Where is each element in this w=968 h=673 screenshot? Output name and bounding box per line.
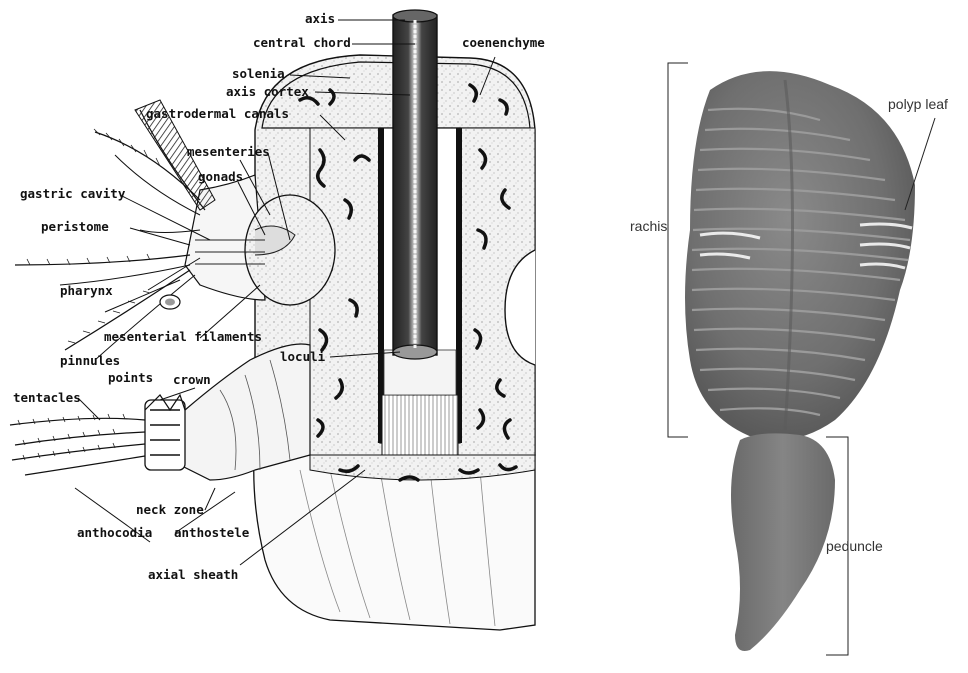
label-axis: axis [305, 12, 335, 26]
label-peduncle: peduncle [826, 538, 883, 554]
label-coenenchyme: coenenchyme [462, 36, 545, 50]
label-anthostele: anthostele [174, 526, 249, 540]
label-crown: crown [173, 373, 211, 387]
label-gonads: gonads [198, 170, 243, 184]
label-neck-zone: neck zone [136, 503, 204, 517]
sea-pen-photo [668, 63, 935, 655]
label-mesenterial-filaments: mesenterial filaments [104, 330, 262, 344]
label-peristome: peristome [41, 220, 109, 234]
label-anthocodia: anthocodia [77, 526, 152, 540]
label-pinnules: pinnules [60, 354, 120, 368]
lower-polyp [10, 344, 310, 480]
label-points: points [108, 371, 153, 385]
label-pharynx: pharynx [60, 284, 113, 298]
label-central-chord: central chord [253, 36, 351, 50]
label-gastrodermal-canals: gastrodermal canals [146, 107, 289, 121]
label-axis-cortex: axis cortex [226, 85, 309, 99]
label-tentacles: tentacles [13, 391, 81, 405]
label-polyp-leaf: polyp leaf [888, 96, 948, 112]
label-gastric-cavity: gastric cavity [20, 187, 125, 201]
label-loculi: loculi [280, 350, 325, 364]
peduncle-body [731, 433, 835, 651]
label-mesenteries: mesenteries [187, 145, 270, 159]
label-solenia: solenia [232, 67, 285, 81]
label-rachis: rachis [630, 218, 667, 234]
label-axial-sheath: axial sheath [148, 568, 238, 582]
